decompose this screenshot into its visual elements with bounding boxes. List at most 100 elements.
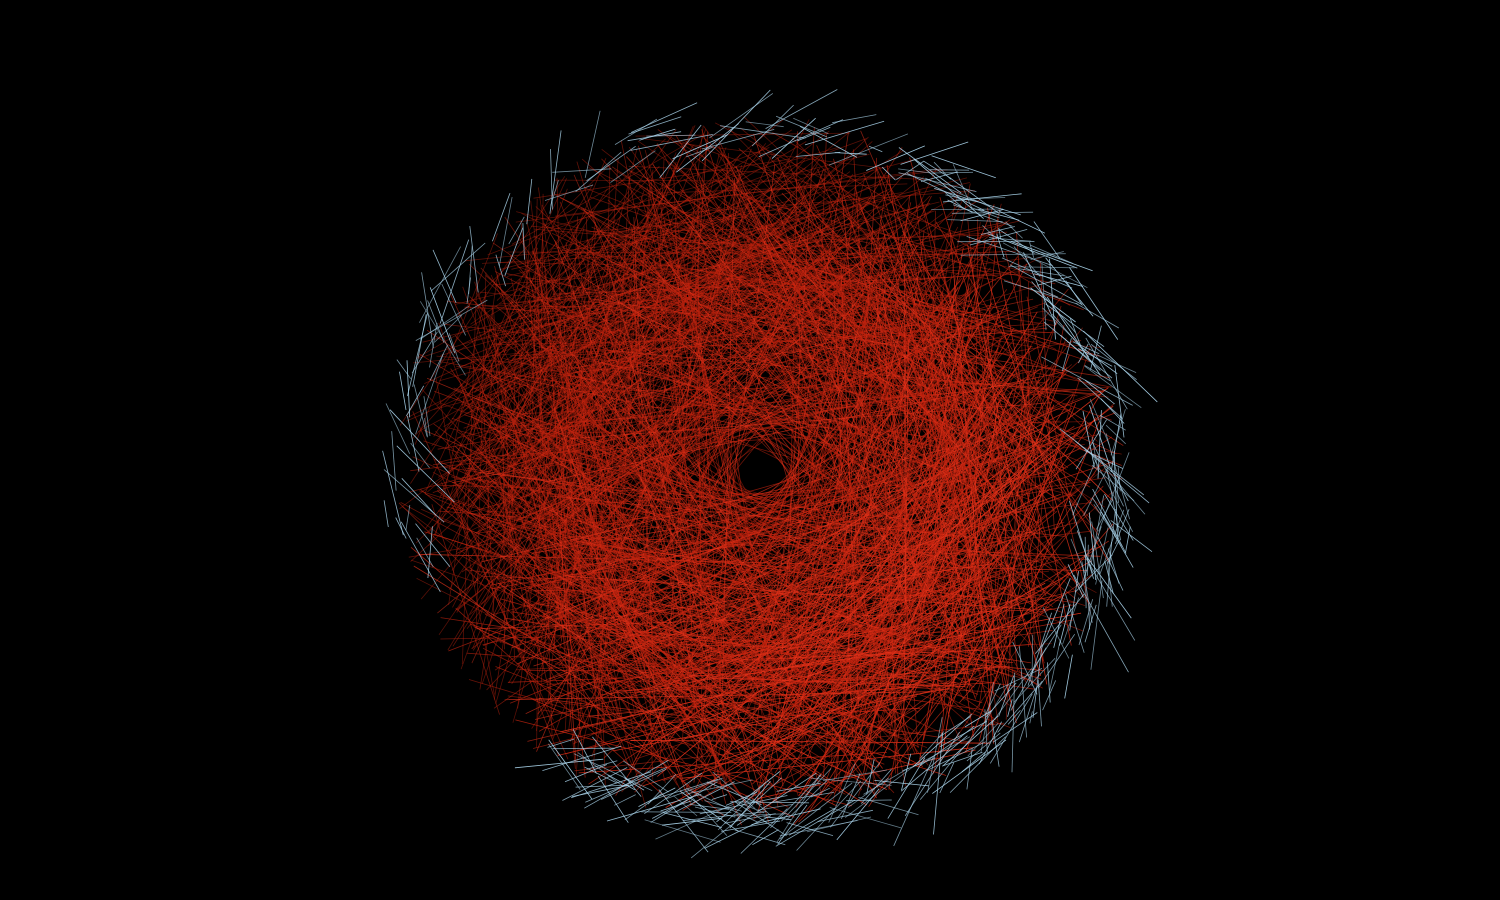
blue-strand — [929, 169, 970, 171]
red-strand — [777, 202, 912, 784]
red-strand — [456, 203, 655, 613]
red-strand — [487, 396, 870, 739]
blue-strand — [1061, 338, 1072, 372]
red-strand — [744, 244, 888, 716]
blue-strand — [630, 102, 698, 133]
blue-strand — [1013, 657, 1056, 703]
red-strand — [563, 129, 707, 507]
red-strand — [902, 220, 1021, 478]
red-strand — [590, 298, 1111, 379]
blue-strand — [607, 774, 635, 791]
red-strand — [662, 719, 884, 781]
blue-strand — [978, 721, 1002, 765]
red-strand — [713, 280, 1112, 421]
blue-strand — [1011, 672, 1016, 773]
blue-strand — [712, 771, 756, 810]
red-strand — [492, 308, 521, 582]
red-strand — [505, 280, 743, 507]
red-strand — [512, 206, 800, 500]
blue-strand — [1091, 464, 1135, 502]
red-strand — [531, 264, 939, 338]
red-strand — [605, 594, 746, 803]
blue-strand — [1018, 268, 1065, 277]
red-strand — [935, 221, 1066, 440]
red-strand — [809, 356, 915, 711]
red-strand — [591, 238, 754, 758]
blue-strand — [1018, 686, 1038, 743]
blue-strand — [423, 396, 431, 436]
blue-strand — [383, 500, 389, 528]
red-strand — [499, 254, 941, 305]
blue-strand — [542, 745, 622, 771]
red-strand — [642, 453, 1044, 754]
blue-strand — [775, 115, 828, 138]
red-strand — [564, 604, 737, 733]
red-strand — [435, 378, 495, 695]
red-strand — [602, 302, 945, 589]
red-strand — [532, 250, 670, 703]
red-strand — [549, 253, 1053, 597]
red-strand — [459, 442, 540, 595]
red-strand — [499, 406, 1054, 643]
blue-strand — [1090, 343, 1137, 381]
red-strand — [806, 501, 1027, 794]
blue-strand — [1049, 641, 1061, 691]
blue-strand — [508, 216, 525, 245]
blue-strand — [1084, 379, 1115, 405]
red-strand — [601, 494, 1071, 655]
red-strand — [516, 195, 911, 647]
red-strand — [472, 125, 694, 649]
red-strand — [510, 277, 577, 567]
red-strand — [554, 325, 700, 700]
blue-strand — [1012, 641, 1038, 695]
blue-strand — [492, 192, 511, 242]
blue-strand — [1083, 330, 1158, 403]
blue-strand — [919, 720, 986, 800]
red-strand — [554, 240, 757, 797]
red-strand — [623, 333, 711, 660]
red-strand — [625, 300, 935, 623]
red-strand — [449, 293, 685, 799]
blue-strand — [745, 121, 784, 128]
blue-strand — [495, 254, 506, 287]
blue-strand — [786, 822, 834, 836]
blue-strand — [779, 820, 858, 837]
blue-strand — [984, 683, 1001, 716]
red-strand — [537, 424, 845, 754]
red-strand — [506, 185, 845, 277]
red-strand — [655, 674, 868, 806]
red-strand — [615, 333, 1009, 606]
red-strand — [534, 428, 731, 760]
blue-strand — [1065, 594, 1085, 653]
red-strand — [453, 213, 623, 498]
blue-strand — [987, 233, 1078, 269]
red-strand — [476, 272, 487, 625]
red-strand — [682, 153, 729, 740]
red-strand — [800, 133, 827, 778]
blue-strand — [1107, 561, 1113, 607]
red-strand — [862, 203, 1002, 766]
red-strand — [547, 371, 1064, 482]
red-strand — [869, 230, 925, 636]
red-strand — [652, 251, 729, 736]
red-strand — [596, 305, 637, 682]
red-strand — [637, 182, 970, 253]
red-strand — [501, 418, 1086, 606]
blue-strand — [1053, 604, 1065, 648]
red-strand — [399, 176, 566, 426]
blue-strand — [939, 762, 955, 794]
red-strand — [498, 475, 533, 645]
red-strand — [495, 666, 695, 747]
blue-strand — [793, 117, 829, 135]
blue-strand — [756, 803, 794, 811]
red-strand — [742, 278, 1028, 483]
red-strand — [938, 257, 1033, 607]
blue-strand — [907, 173, 985, 211]
blue-strand — [1009, 264, 1083, 305]
red-strand — [468, 679, 753, 765]
red-strand — [469, 205, 865, 391]
blue-strand — [902, 757, 936, 772]
red-strand — [504, 691, 930, 701]
